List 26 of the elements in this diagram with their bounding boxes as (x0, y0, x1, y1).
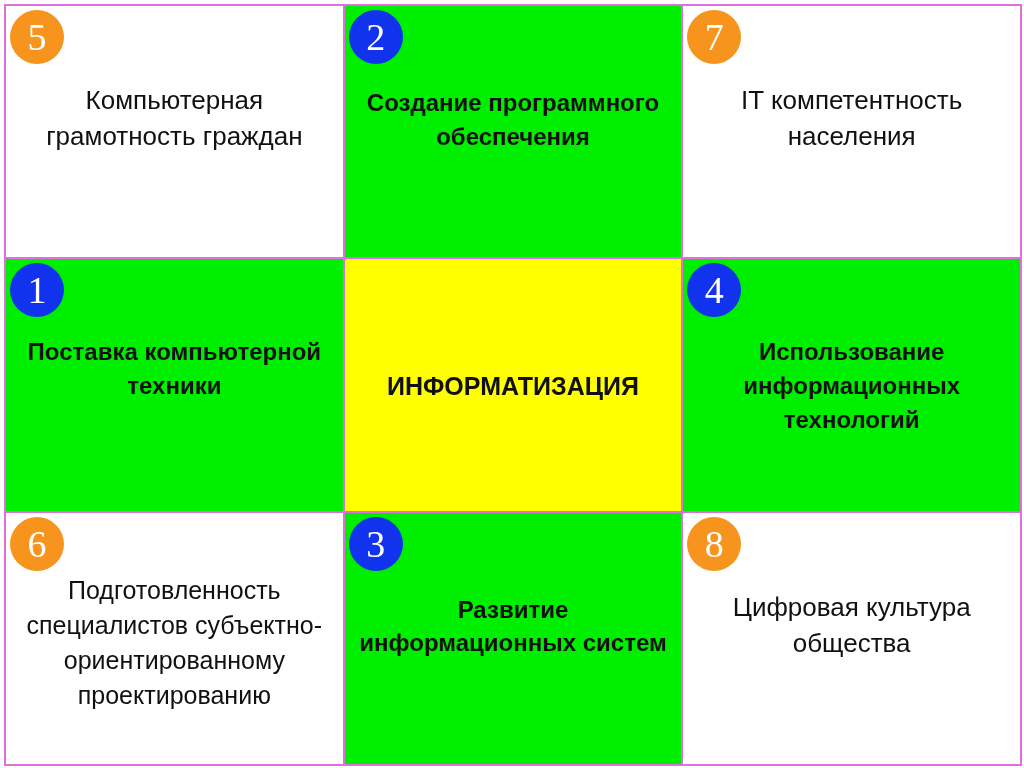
panel-text: Использование информационных технологий (742, 337, 961, 435)
panel (681, 257, 1022, 513)
panel-text: IT компетентность населения (740, 84, 964, 154)
number-badge: 4 (687, 263, 742, 318)
panel (4, 510, 345, 766)
panel (342, 257, 684, 513)
number-badge: 1 (10, 263, 64, 318)
number-badge: 5 (10, 10, 64, 64)
panel-text: Компьютерная грамотность граждан (45, 84, 304, 154)
panel (4, 4, 345, 260)
panel (342, 510, 684, 766)
number-badge: 3 (348, 516, 403, 571)
panel-text: Поставка компьютерной техники (26, 337, 323, 401)
panel-text: Создание программного обеспечения (365, 88, 661, 152)
number-badge: 7 (687, 10, 742, 64)
panel-text: Цифровая культура общества (731, 590, 972, 661)
number-badge: 2 (348, 10, 403, 64)
panel (681, 4, 1022, 260)
panel (681, 510, 1022, 766)
number-badge: 8 (687, 516, 742, 571)
panel (4, 257, 345, 513)
number-badge: 6 (10, 516, 64, 571)
panel (342, 4, 684, 260)
panel-text: Развитие информационных систем (358, 594, 668, 659)
panel-text: Подготовленность специалистов субъектно-ориентированному проектированию (25, 574, 324, 711)
panel-text: ИНФОРМАТИЗАЦИЯ (386, 371, 640, 403)
